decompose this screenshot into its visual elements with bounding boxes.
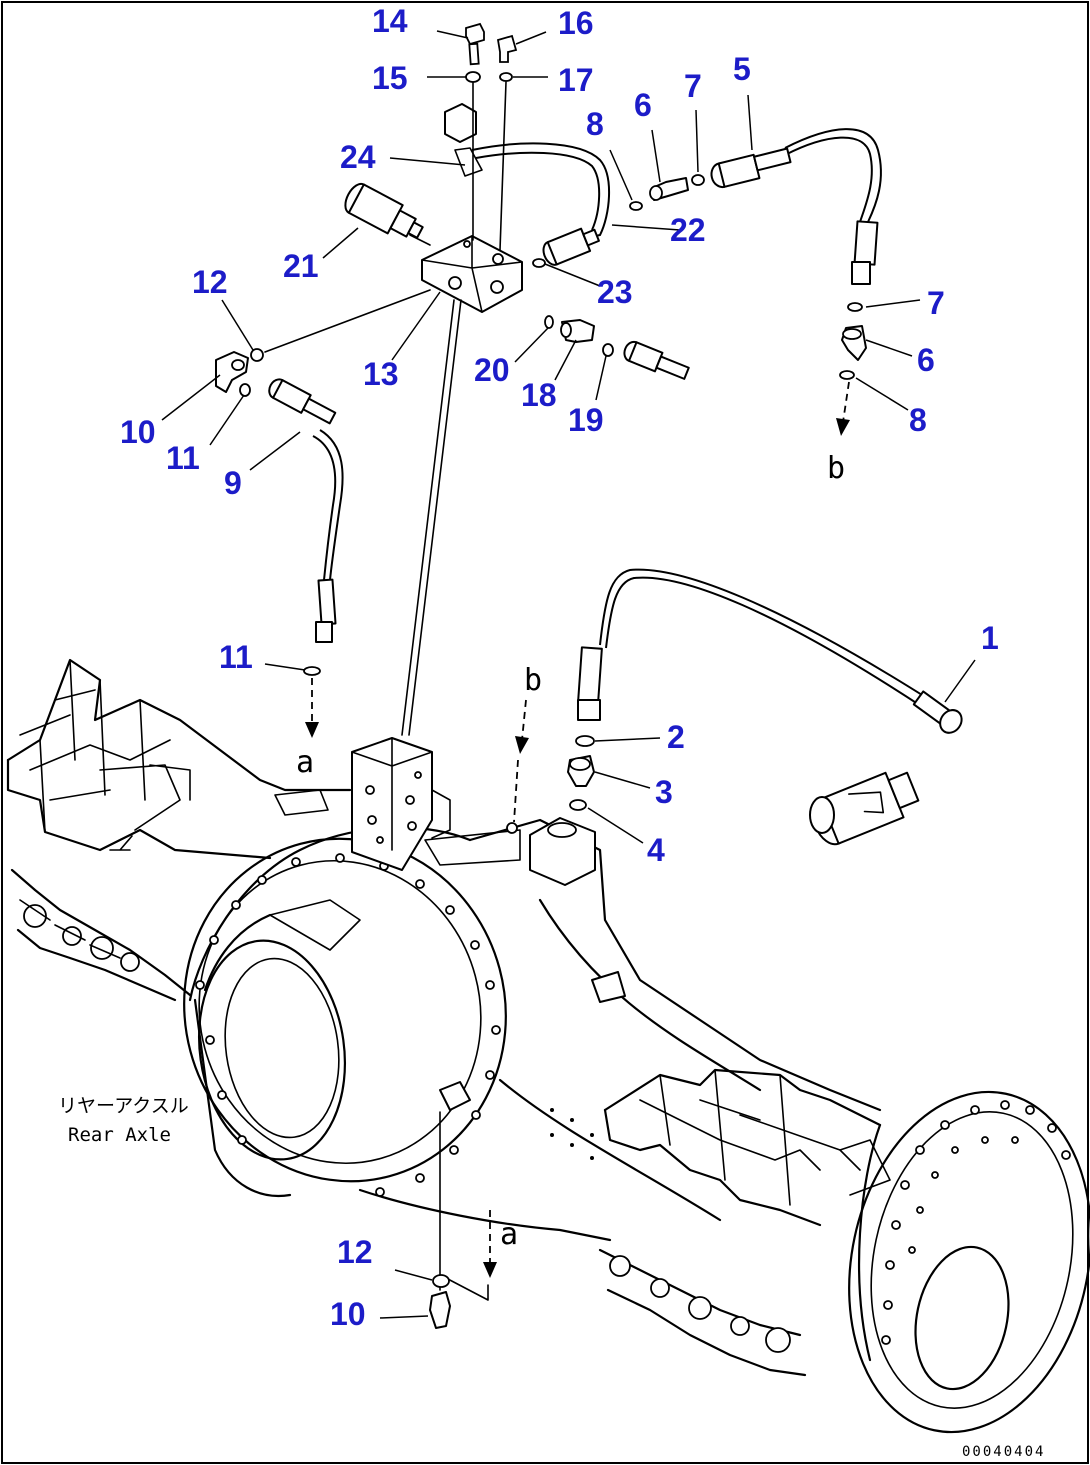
- callout-1: 1: [981, 620, 999, 656]
- leader-lines: [161, 30, 976, 1319]
- callout-24: 24: [340, 139, 376, 175]
- route-arrows: [305, 381, 850, 1278]
- callout-19: 19: [568, 402, 604, 438]
- callout-11-top: 11: [166, 440, 200, 476]
- callout-6-top: 6: [634, 87, 652, 123]
- rear-axle-caption: リヤーアクスル Rear Axle: [58, 1095, 189, 1146]
- callout-7-right: 7: [927, 285, 945, 321]
- connection-letters: b a b a: [296, 451, 845, 1252]
- axle-housing: [183, 817, 882, 1242]
- callout-12-bottom: 12: [337, 1234, 373, 1270]
- left-frame-link: [10, 868, 192, 1002]
- lower-link-chain: [598, 1248, 807, 1377]
- right-hub: [848, 1090, 1090, 1434]
- valve-block-lower: [351, 737, 451, 871]
- document-id: 00040404: [962, 1444, 1045, 1460]
- callout-8-top: 8: [586, 106, 604, 142]
- callout-15: 15: [372, 60, 408, 96]
- callout-3: 3: [655, 774, 673, 810]
- callout-23: 23: [597, 274, 633, 310]
- callout-14: 14: [372, 3, 408, 39]
- callout-12-top: 12: [192, 264, 228, 300]
- callout-17: 17: [558, 62, 594, 98]
- fittings: [215, 22, 963, 1329]
- callout-numbers: 14 16 15 17 5 7 6 8 24 22 21 23 12 13 20…: [120, 3, 999, 1332]
- upper-frame-rail: [6, 658, 352, 860]
- callout-9: 9: [224, 465, 242, 501]
- ref-a-left: a: [296, 745, 314, 780]
- callout-10-bottom: 10: [330, 1296, 366, 1332]
- ref-b-center: b: [524, 663, 542, 698]
- callout-22: 22: [670, 212, 706, 248]
- callout-2: 2: [667, 719, 685, 755]
- caption-japanese: リヤーアクスル: [58, 1095, 189, 1117]
- ref-b-right: b: [827, 451, 845, 486]
- callout-10-top: 10: [120, 414, 156, 450]
- callout-16: 16: [558, 5, 594, 41]
- callout-6-right: 6: [917, 342, 935, 378]
- callout-4: 4: [647, 832, 665, 868]
- callout-8-right: 8: [909, 402, 927, 438]
- caption-english: Rear Axle: [68, 1124, 171, 1146]
- callout-21: 21: [283, 248, 319, 284]
- callout-18: 18: [521, 377, 557, 413]
- hoses: [264, 128, 931, 1301]
- right-frame-rail: [603, 1068, 891, 1227]
- flange-bolt-holes: [195, 853, 501, 1197]
- callout-7-top: 7: [684, 68, 702, 104]
- callout-20: 20: [474, 352, 510, 388]
- callout-5-top: 5: [733, 51, 751, 87]
- ref-a-bottom: a: [500, 1217, 518, 1252]
- upper-manifold-block: [421, 103, 523, 313]
- callout-13: 13: [363, 356, 399, 392]
- callout-11-lower: 11: [219, 639, 253, 675]
